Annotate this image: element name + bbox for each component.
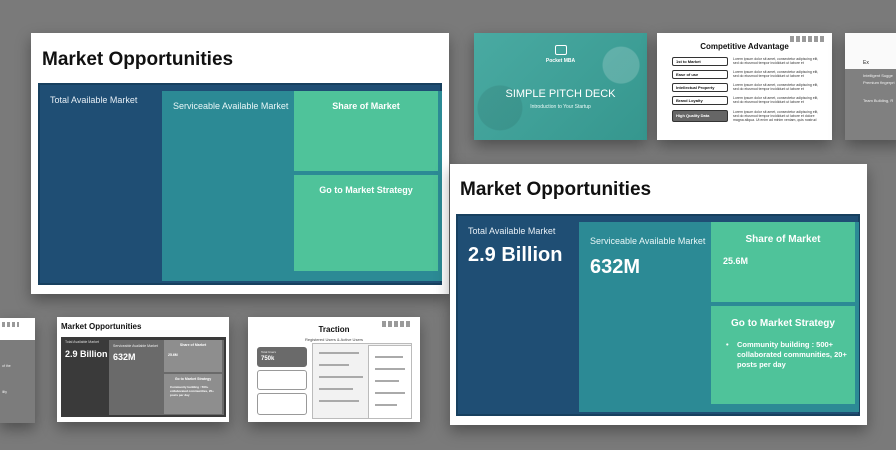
slide-partial-left[interactable]: of the ility xyxy=(0,318,35,423)
slide-pitch-deck-cover[interactable]: Pocket MBA SIMPLE PITCH DECK Introductio… xyxy=(474,33,647,140)
placeholder-line xyxy=(375,356,403,358)
cover-title: SIMPLE PITCH DECK xyxy=(505,88,616,100)
cover-background xyxy=(474,33,647,140)
slide-partial-right[interactable]: Ex Intelligent Sugge Premium fingerpri T… xyxy=(845,33,896,140)
tam-box: Total Available Market 2.9 Billion Servi… xyxy=(456,214,860,416)
decorative-stripes xyxy=(2,322,19,327)
som-label: Share of Market xyxy=(179,343,207,347)
gtm-label: Go to Market Strategy xyxy=(319,185,413,195)
advantage-description: Lorem ipsum dolor sit amet, consectetur … xyxy=(733,96,819,105)
sam-label: Serviceable Available Market xyxy=(113,344,158,348)
gtm-box: Go to Market Strategy Community building… xyxy=(711,306,855,404)
advantage-description: Lorem ipsum dolor sit amet, consectetur … xyxy=(733,70,819,79)
tam-label: Total Available Market xyxy=(468,226,556,236)
placeholder-line xyxy=(375,380,399,382)
app-screenshot-detail xyxy=(368,345,412,419)
sam-box: Serviceable Available Market Share of Ma… xyxy=(162,91,442,281)
som-value: 25.6M xyxy=(168,353,178,357)
slide-text: of the xyxy=(2,364,11,368)
slide-title: Market Opportunities xyxy=(42,49,234,70)
slide-text: Intelligent Sugge xyxy=(863,73,893,78)
metric-card xyxy=(257,393,307,415)
sam-label: Serviceable Available Market xyxy=(173,101,289,111)
placeholder-line xyxy=(375,392,405,394)
tam-box: Total Available Market Serviceable Avail… xyxy=(38,83,442,285)
placeholder-line xyxy=(375,404,397,406)
slide-subtitle: Registered Users & Active Users xyxy=(304,337,364,342)
sam-box: Serviceable Available Market 632M Share … xyxy=(579,222,859,412)
slide-title: Market Opportunities xyxy=(61,322,142,331)
som-box: Share of Market xyxy=(294,91,438,171)
tam-value: 2.9 Billion xyxy=(65,349,108,359)
placeholder-line xyxy=(319,376,363,378)
tam-label: Total Available Market xyxy=(50,95,138,105)
decorative-stripes xyxy=(790,36,824,42)
som-box: Share of Market 25.6M xyxy=(711,222,855,302)
sam-value: 632M xyxy=(590,256,641,278)
advantage-row: Brand Loyalty xyxy=(672,96,728,105)
advantage-description: Lorem ipsum dolor sit amet, consectetur … xyxy=(733,57,819,66)
som-label: Share of Market xyxy=(332,101,400,111)
slide-title: Traction xyxy=(318,325,350,334)
gtm-box: Go to Market Strategy Community building… xyxy=(164,374,222,414)
slide-text: Team Building, R xyxy=(863,98,894,103)
slide-title: Market Opportunities xyxy=(460,179,652,200)
slide-traction[interactable]: Traction Registered Users & Active Users… xyxy=(248,317,420,422)
metric-card: Total Users 750k xyxy=(257,347,307,367)
placeholder-line xyxy=(375,368,405,370)
slide-text: ility xyxy=(2,390,8,394)
slide-header xyxy=(845,33,896,69)
advantage-row: Ease of use xyxy=(672,70,728,79)
som-label: Share of Market xyxy=(745,234,821,245)
sam-value: 632M xyxy=(113,352,136,362)
gtm-label: Go to Market Strategy xyxy=(174,377,212,381)
brand-name: Pocket MBA xyxy=(545,58,576,64)
tam-label: Total Available Market xyxy=(65,340,99,344)
metric-value: 750k xyxy=(261,356,275,362)
slide-title: Ex xyxy=(863,60,869,66)
placeholder-line xyxy=(319,364,349,366)
gtm-label: Go to Market Strategy xyxy=(731,318,835,329)
metric-label: Total Users xyxy=(261,350,277,354)
placeholder-line xyxy=(319,352,359,354)
slide-title: Competitive Advantage xyxy=(700,42,789,51)
metric-card xyxy=(257,370,307,390)
tam-box: Total Available Market 2.9 Billion Servi… xyxy=(61,337,226,417)
sam-label: Serviceable Available Market xyxy=(590,236,706,246)
advantage-row: 1st to Market xyxy=(672,57,728,66)
slide-market-opportunities-filled[interactable]: Market Opportunities Total Available Mar… xyxy=(450,164,867,425)
cover-subtitle: Introduction to Your Startup xyxy=(530,104,591,110)
som-box: Share of Market 25.6M xyxy=(164,340,222,372)
decorative-stripes xyxy=(382,321,412,327)
gtm-bullet: Community building : 500+ collaborated c… xyxy=(170,385,214,397)
graduation-cap-icon xyxy=(555,45,567,55)
gtm-bullet: Community building : 500+ collaborated c… xyxy=(723,340,847,370)
slide-competitive-advantage[interactable]: Competitive Advantage 1st to Market Ease… xyxy=(657,33,832,140)
advantage-description: Lorem ipsum dolor sit amet, consectetur … xyxy=(733,83,819,92)
gtm-box: Go to Market Strategy xyxy=(294,175,438,271)
sam-box: Serviceable Available Market 632M Share … xyxy=(109,340,224,415)
advantage-description: Lorem ipsum dolor sit amet, consectetur … xyxy=(733,110,819,123)
advantage-row: High Quality Data xyxy=(672,110,728,122)
placeholder-line xyxy=(319,400,359,402)
som-value: 25.6M xyxy=(723,256,749,266)
tam-value: 2.9 Billion xyxy=(468,244,563,266)
slide-market-opportunities-template[interactable]: Market Opportunities Total Available Mar… xyxy=(31,33,449,294)
slide-market-opportunities-grey[interactable]: Market Opportunities Total Available Mar… xyxy=(57,317,229,422)
placeholder-line xyxy=(319,388,353,390)
advantage-row: Intellectual Property xyxy=(672,83,728,92)
slide-text: Premium fingerpri xyxy=(863,80,895,85)
